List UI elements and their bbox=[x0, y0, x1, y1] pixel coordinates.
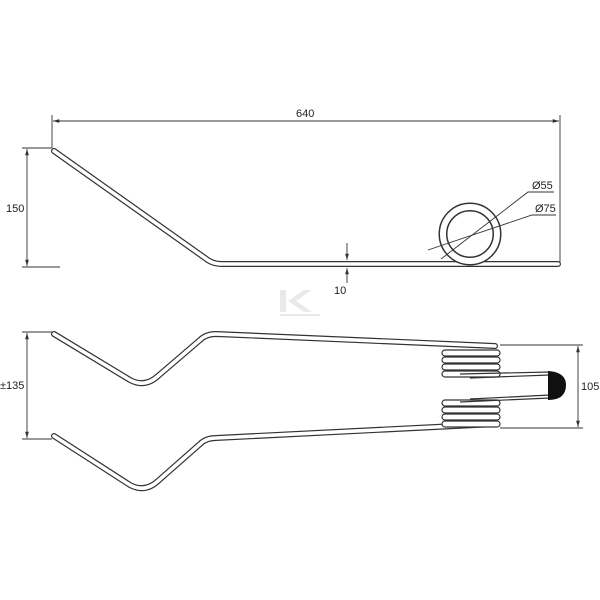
lower-coil bbox=[441, 399, 501, 428]
inner-diameter-label: Ø55 bbox=[532, 180, 553, 192]
outer-diameter-label: Ø75 bbox=[535, 203, 556, 215]
top-view-double-tine bbox=[51, 331, 566, 492]
coil-width-label: 105 bbox=[581, 381, 599, 393]
upper-coil bbox=[441, 349, 501, 378]
protective-cap bbox=[548, 371, 566, 400]
side-view-tine bbox=[51, 148, 561, 267]
height-label: 150 bbox=[6, 203, 24, 215]
dimension-height: 150 bbox=[6, 147, 60, 268]
dimension-coil-width: 105 bbox=[500, 344, 599, 429]
spread-label: ±135 bbox=[0, 380, 24, 392]
dimension-length: 640 bbox=[51, 108, 561, 262]
dimension-offset: 10 bbox=[334, 243, 349, 297]
dimension-spread: ±135 bbox=[0, 331, 52, 440]
watermark-logo bbox=[280, 290, 320, 316]
dimension-diameters: Ø55 Ø75 bbox=[427, 180, 556, 260]
offset-label: 10 bbox=[334, 285, 346, 297]
length-label: 640 bbox=[296, 108, 314, 120]
